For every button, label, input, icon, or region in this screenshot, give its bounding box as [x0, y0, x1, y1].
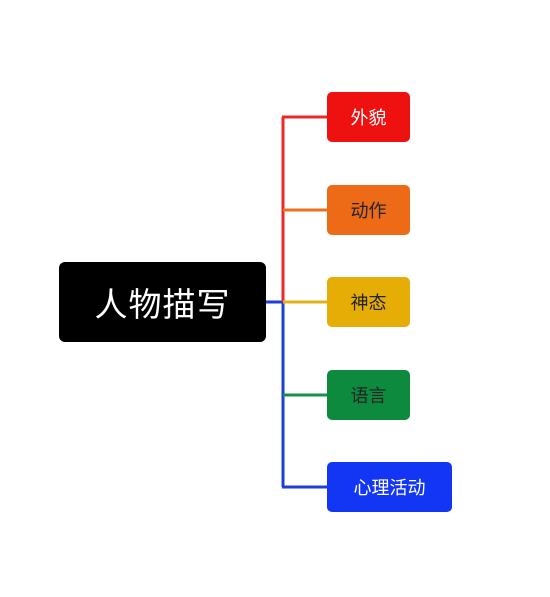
branch-node-label: 动作	[350, 201, 387, 222]
root-node-label: 人物描写	[94, 285, 231, 324]
branch-node-label: 语言	[350, 386, 387, 407]
branch-node-action[interactable]: 动作	[327, 185, 410, 235]
branch-node-speech[interactable]: 语言	[327, 370, 410, 420]
branch-node-label: 外貌	[350, 108, 387, 129]
branch-node-label: 心理活动	[353, 478, 426, 499]
branch-node-psychology[interactable]: 心理活动	[327, 462, 452, 512]
branch-node-label: 神态	[350, 293, 387, 314]
branch-node-expression[interactable]: 神态	[327, 277, 410, 327]
root-node[interactable]: 人物描写	[59, 262, 266, 342]
branch-node-appearance[interactable]: 外貌	[327, 92, 410, 142]
